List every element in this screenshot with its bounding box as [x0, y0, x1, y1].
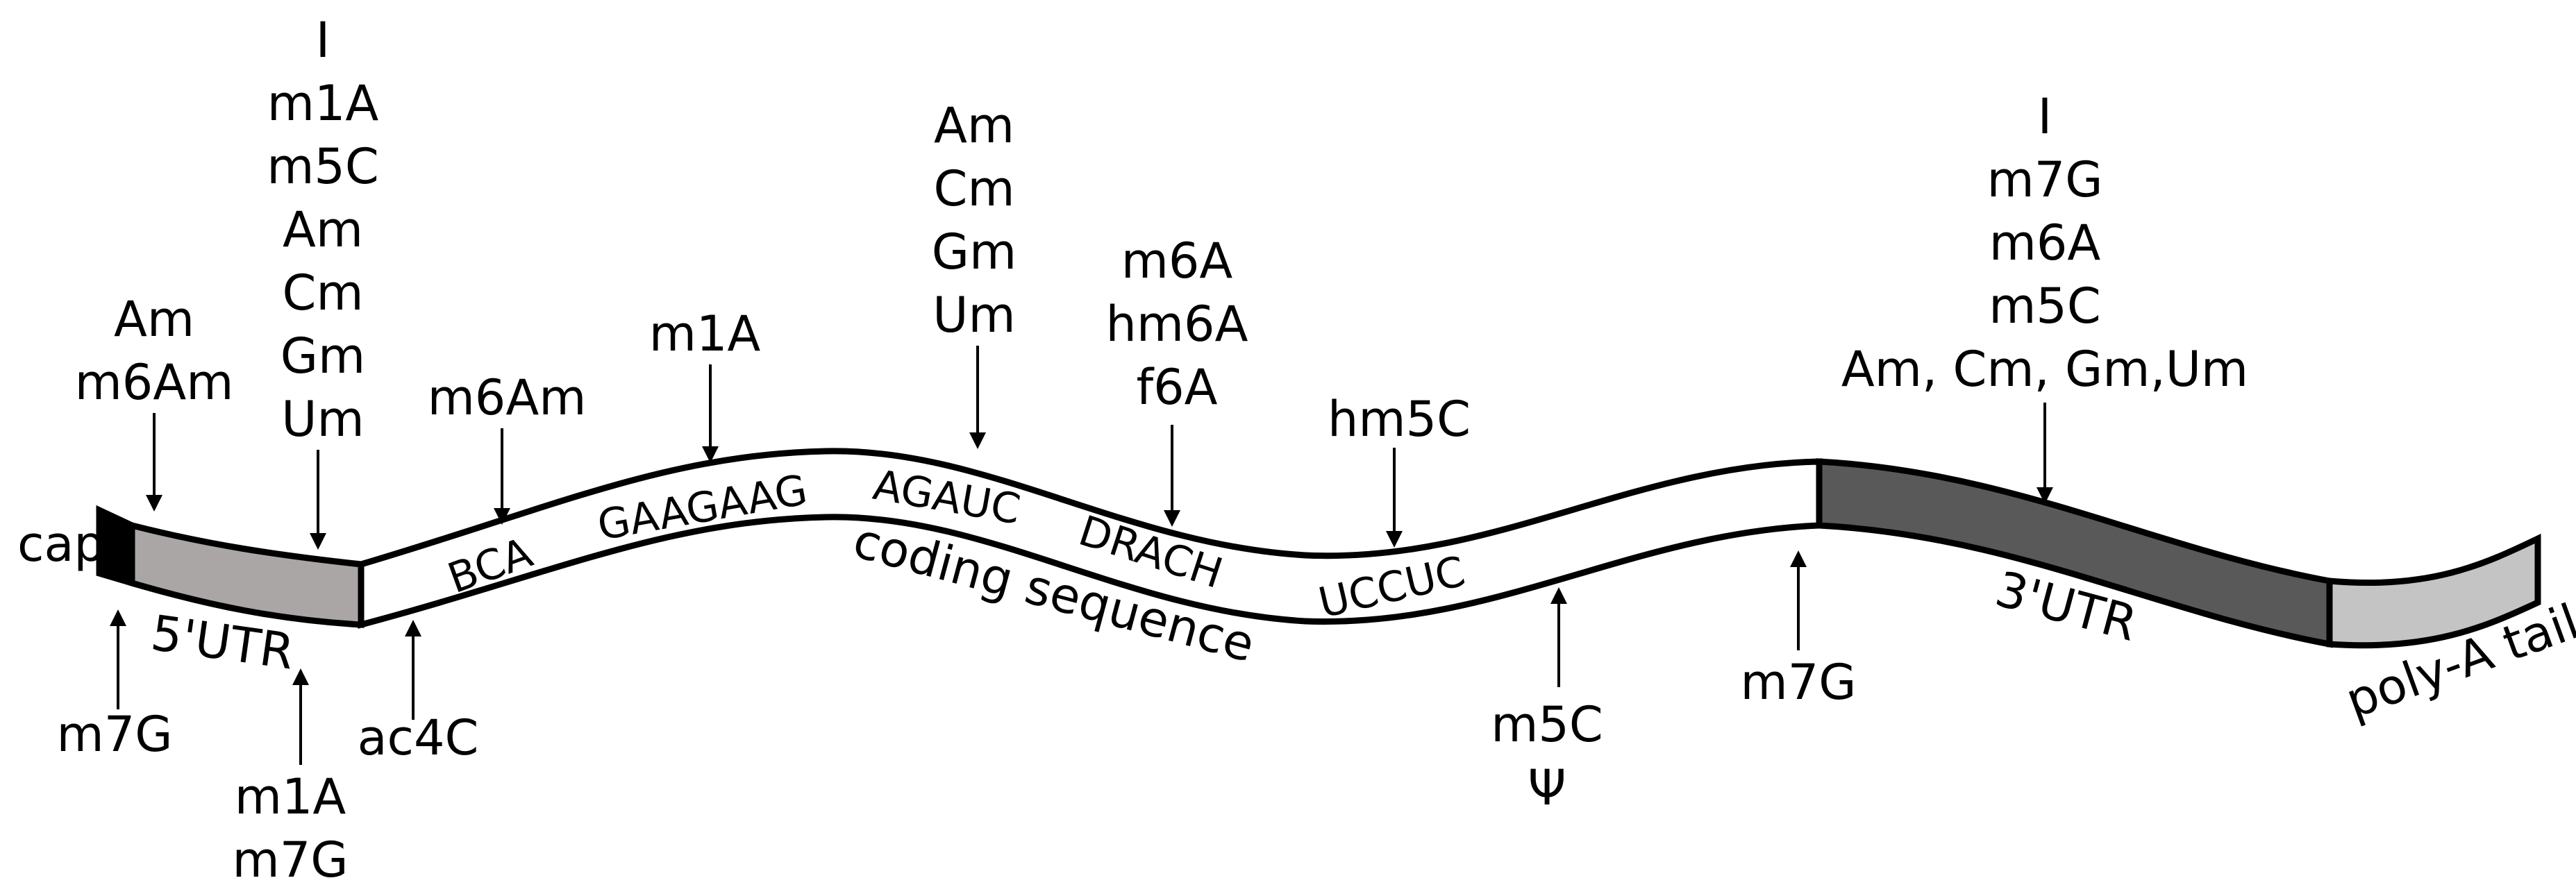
- mark-line: ac4C: [358, 709, 479, 766]
- bottom-mark-m5c-psi: m5C Ψ: [1491, 587, 1603, 816]
- mark-line: m1A: [649, 305, 761, 362]
- mrna-strand: [96, 448, 2541, 649]
- mark-line: m7G: [57, 706, 173, 763]
- mark-line: m5C: [1491, 696, 1603, 753]
- top-mark-m1a: m1A: [649, 305, 761, 463]
- top-mark-am-m6am: Am m6Am: [75, 291, 234, 512]
- mark-line: hm6A: [1106, 296, 1248, 353]
- mark-line: m1A: [267, 75, 379, 132]
- mark-line: Um: [932, 287, 1015, 344]
- mark-line: Am: [934, 97, 1014, 154]
- top-mark-m6am: m6Am: [428, 369, 587, 525]
- top-mark-hm5c: hm5C: [1328, 391, 1471, 548]
- mark-line: m6A: [1121, 233, 1233, 289]
- top-mark-coding-2ome: Am Cm Gm Um: [932, 97, 1017, 449]
- mark-line: Gm: [281, 328, 365, 385]
- mark-line: f6A: [1136, 359, 1217, 416]
- mark-line: m5C: [267, 138, 379, 195]
- top-mark-m6a-group: m6A hm6A f6A: [1106, 233, 1248, 527]
- mark-line: m6Am: [428, 369, 587, 426]
- bottom-mark-m7g-cap: m7G: [57, 609, 173, 763]
- mark-line: Um: [281, 391, 364, 448]
- mark-line: Cm: [282, 264, 363, 321]
- mark-line: Ψ: [1528, 759, 1566, 816]
- mark-line: m6A: [1989, 214, 2101, 271]
- mark-line: m6Am: [75, 354, 234, 411]
- utr5-region: [128, 521, 365, 628]
- mark-line: Am, Cm, Gm,Um: [1841, 341, 2248, 398]
- bottom-mark-m1a-m7g: m1A m7G: [233, 668, 349, 888]
- cap-region: [96, 505, 135, 588]
- mark-line: m5C: [1989, 278, 2101, 335]
- mark-line: m1A: [235, 768, 346, 825]
- mark-line: m7G: [1987, 151, 2103, 208]
- top-mark-5utr-cluster: I m1A m5C Am Cm Gm Um: [267, 12, 379, 550]
- mark-line: I: [316, 12, 331, 69]
- mark-line: Gm: [932, 224, 1017, 280]
- top-mark-3utr-cluster: I m7G m6A m5C Am, Cm, Gm,Um: [1841, 88, 2248, 504]
- mark-line: Am: [283, 201, 363, 258]
- mark-line: m7G: [233, 832, 349, 888]
- bottom-mark-m7g-3utr: m7G: [1741, 550, 1857, 711]
- mark-line: Am: [114, 291, 194, 348]
- bottom-mark-ac4c: ac4C: [358, 620, 479, 766]
- mark-line: hm5C: [1328, 391, 1471, 448]
- mark-line: Cm: [933, 160, 1014, 217]
- mark-line: I: [2038, 88, 2052, 145]
- poly-a-tail-region: [2326, 533, 2541, 649]
- cap-label: cap: [17, 516, 105, 573]
- mark-line: m7G: [1741, 654, 1857, 711]
